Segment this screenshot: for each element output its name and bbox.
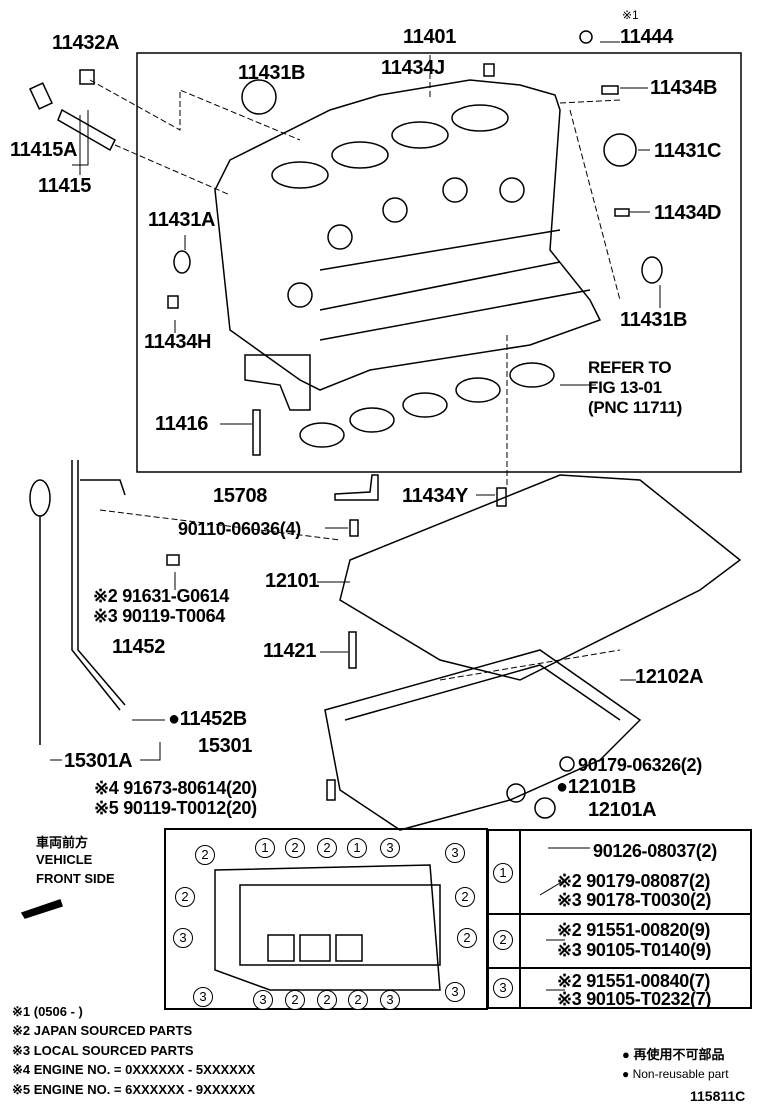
callout-90119-T0064: ※3 90119-T0064 — [93, 606, 225, 626]
part-90126-08037: 90126-08037(2) — [593, 841, 717, 861]
callout-11431C: 11431C — [654, 140, 722, 162]
callout-11415: 11415 — [38, 175, 92, 197]
marker: 2 — [317, 838, 337, 858]
marker: 2 — [348, 990, 368, 1010]
callout-90119-T0012: ※5 90119-T0012(20) — [94, 798, 257, 818]
front-arrow-icon — [20, 899, 63, 919]
note-2: ※2 JAPAN SOURCED PARTS — [12, 1023, 193, 1038]
callout-11431A: 11431A — [148, 209, 216, 231]
marker: 3 — [380, 990, 400, 1010]
callout-11452: 11452 — [112, 636, 166, 658]
callout-11401: 11401 — [403, 26, 457, 48]
note-3: ※3 LOCAL SOURCED PARTS — [12, 1043, 194, 1058]
callout-12101B: ●12101B — [556, 776, 637, 798]
callout-12101: 12101 — [265, 570, 320, 592]
callout-11434Y: 11434Y — [402, 485, 469, 507]
callout-15301: 15301 — [198, 735, 253, 757]
note-1: ※1 (0506 - ) — [12, 1004, 83, 1019]
cylinder-block-icon — [214, 79, 602, 411]
callout-11434J: 11434J — [381, 57, 445, 79]
part-90105-T0232: ※3 90105-T0232(7) — [557, 989, 712, 1009]
legend-en: ● Non-reusable part — [622, 1067, 729, 1081]
callout-11452B: ●11452B — [168, 708, 247, 730]
front-label-line2: FRONT SIDE — [36, 871, 115, 886]
marker: 1 — [255, 838, 275, 858]
refer-line-2: FIG 13-01 — [588, 378, 662, 397]
callout-11431B-right: 11431B — [620, 309, 688, 331]
callout-11432A: 11432A — [52, 32, 120, 54]
front-label-line1: VEHICLE — [36, 852, 93, 867]
note-5: ※5 ENGINE NO. = 6XXXXXX - 9XXXXXX — [12, 1082, 256, 1097]
marker: 2 — [317, 990, 337, 1010]
callout-91631-G0614: ※2 91631-G0614 — [93, 586, 229, 606]
marker: 2 — [285, 838, 305, 858]
part-90179-08087: ※2 90179-08087(2) — [557, 871, 711, 891]
engine-block-frame — [136, 52, 742, 473]
callout-12102A: 12102A — [635, 666, 704, 688]
callout-15708: 15708 — [213, 485, 268, 507]
refer-line-3: (PNC 11711) — [588, 398, 683, 417]
solid-leaders — [50, 41, 661, 991]
callout-91673-80614: ※4 91673-80614(20) — [94, 778, 257, 798]
callout-15301A: 15301A — [64, 750, 133, 772]
note-4: ※4 ENGINE NO. = 0XXXXXX - 5XXXXXX — [12, 1062, 256, 1077]
small-parts-icons — [29, 30, 663, 819]
dipstick-icon — [29, 460, 126, 745]
marker: 2 — [175, 887, 195, 907]
callout-11444: 11444 — [620, 26, 674, 48]
marker: 3 — [253, 990, 273, 1010]
part-90105-T0140: ※3 90105-T0140(9) — [557, 940, 712, 960]
callout-11415A: 11415A — [10, 139, 78, 161]
marker: 3 — [380, 838, 400, 858]
marker: 2 — [285, 990, 305, 1010]
callout-90110-06036: 90110-06036(4) — [178, 519, 301, 539]
marker: 2 — [457, 928, 477, 948]
part-90178-T0030: ※3 90178-T0030(2) — [557, 890, 712, 910]
table-marker-3: 3 — [493, 978, 513, 998]
figure-id: 115811C — [690, 1088, 746, 1104]
callout-11416: 11416 — [155, 413, 209, 435]
callout-11431B-top: 11431B — [238, 62, 306, 84]
marker: 3 — [445, 843, 465, 863]
marker: 1 — [347, 838, 367, 858]
callout-11421: 11421 — [263, 640, 317, 662]
part-91551-00840: ※2 91551-00840(7) — [557, 971, 711, 991]
leader-lines — [89, 55, 621, 681]
part-91551-00820: ※2 91551-00820(9) — [557, 920, 711, 940]
callout-12101A: 12101A — [588, 799, 657, 821]
table-marker-1: 1 — [493, 863, 513, 883]
callout-11434H: 11434H — [144, 331, 212, 353]
callout-11434D: 11434D — [654, 202, 722, 224]
marker: 3 — [173, 928, 193, 948]
callout-90179-06326: 90179-06326(2) — [578, 755, 702, 775]
refer-line-1: REFER TO — [588, 358, 672, 377]
legend-jp: ● 再使用不可部品 — [622, 1047, 725, 1062]
table-marker-2: 2 — [493, 930, 513, 950]
marker: 3 — [193, 987, 213, 1007]
fastener-table: 1 2 3 90126-08037(2) ※2 90179-08087(2) ※… — [487, 829, 752, 1009]
inset-oil-pan-icon — [214, 864, 441, 991]
bearing-shells-icon — [299, 362, 555, 448]
front-label-jp: 車両前方 — [36, 835, 89, 850]
marker: 3 — [445, 982, 465, 1002]
marker: 2 — [455, 887, 475, 907]
marker: 2 — [195, 845, 215, 865]
callout-11434B: 11434B — [650, 77, 718, 99]
oil-pan-icons — [324, 474, 742, 831]
note-marker-1: ※1 — [622, 8, 639, 22]
